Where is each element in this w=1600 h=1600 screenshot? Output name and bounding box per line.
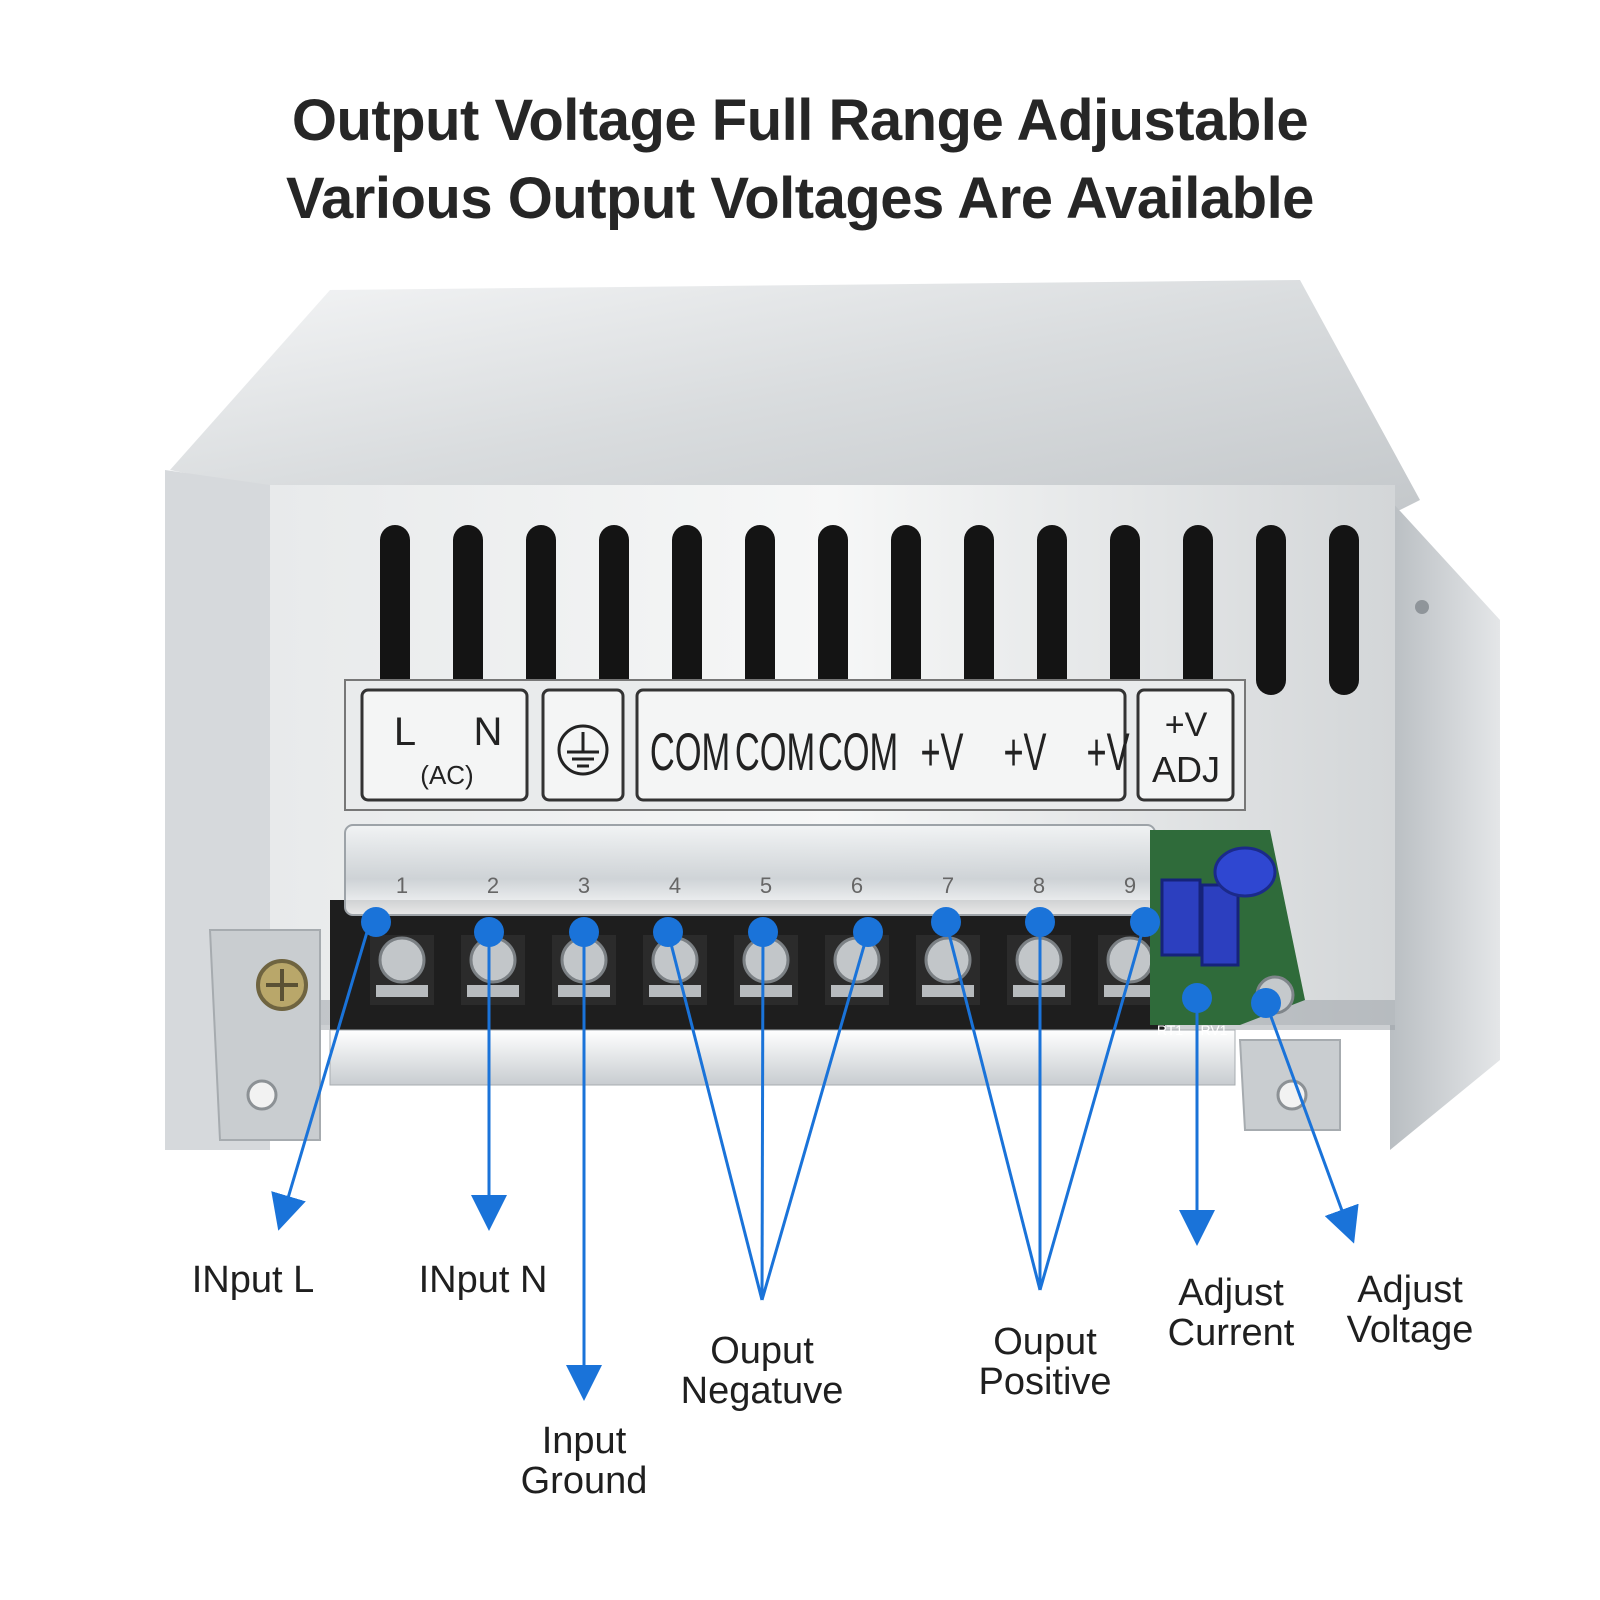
vent-slot bbox=[1037, 525, 1067, 695]
callout-dot bbox=[853, 917, 883, 947]
pcb-label-rv1: RV1 bbox=[1201, 1022, 1228, 1038]
terminal-number-5: 5 bbox=[760, 873, 772, 898]
callout-dot bbox=[474, 917, 504, 947]
right-foot-hole bbox=[1276, 1079, 1308, 1111]
label-input-ac: (AC) bbox=[420, 760, 473, 790]
earth-ground-icon bbox=[557, 724, 609, 776]
terminal-clamp bbox=[467, 985, 519, 997]
line-negative-6 bbox=[760, 931, 870, 1301]
callout-adjust-voltage: Adjust Voltage bbox=[1346, 1269, 1474, 1351]
vent-slots bbox=[380, 525, 1359, 695]
line-positive-7 bbox=[944, 921, 1042, 1291]
arrow-adjust-voltage bbox=[1264, 1002, 1359, 1244]
terminal-number-7: 7 bbox=[942, 873, 954, 898]
terminal-clamp bbox=[376, 985, 428, 997]
vent-slot bbox=[380, 525, 410, 695]
terminal-clamp bbox=[831, 985, 883, 997]
heading: Output Voltage Full Range Adjustable Var… bbox=[0, 82, 1600, 238]
vent-slot bbox=[1183, 525, 1213, 695]
vent-slot bbox=[599, 525, 629, 695]
vent-slot bbox=[745, 525, 775, 695]
callout-output-negative: Ouput Negatuve bbox=[680, 1330, 844, 1412]
left-foot-hole bbox=[246, 1079, 278, 1111]
terminal-clamp bbox=[922, 985, 974, 997]
callout-adjust-current: Adjust Current bbox=[1167, 1272, 1295, 1354]
label-box-outputs bbox=[635, 688, 1127, 802]
callout-dot bbox=[569, 917, 599, 947]
callout-arrows bbox=[271, 921, 1359, 1401]
side-screw-hole bbox=[1415, 600, 1429, 614]
current-potentiometer bbox=[1160, 878, 1202, 957]
chassis-side bbox=[1390, 500, 1500, 1150]
line-positive-9 bbox=[1038, 921, 1147, 1291]
line-negative-4 bbox=[666, 931, 764, 1301]
output-label-4: +V bbox=[920, 724, 963, 782]
callout-input-ground: Input Ground bbox=[520, 1420, 648, 1502]
label-input-l: L bbox=[394, 710, 416, 754]
callout-dot bbox=[748, 917, 778, 947]
vent-slot bbox=[453, 525, 483, 695]
line-negative-5 bbox=[760, 931, 765, 1301]
terminal-number-1: 1 bbox=[396, 873, 408, 898]
callout-dot bbox=[931, 907, 961, 937]
callout-dot bbox=[1251, 988, 1281, 1018]
vent-slot bbox=[964, 525, 994, 695]
heading-line-2: Various Output Voltages Are Available bbox=[286, 166, 1314, 231]
chassis-top bbox=[170, 280, 1420, 510]
vent-slot bbox=[526, 525, 556, 695]
adjust-knob bbox=[1213, 846, 1277, 898]
label-box-input bbox=[360, 688, 529, 802]
heading-line-1: Output Voltage Full Range Adjustable bbox=[291, 88, 1309, 153]
terminal-clamp bbox=[649, 985, 701, 997]
output-label-3: COM bbox=[818, 724, 898, 782]
terminal-clamp bbox=[1104, 985, 1156, 997]
callout-dot bbox=[653, 917, 683, 947]
terminal-number-3: 3 bbox=[578, 873, 590, 898]
vent-slot bbox=[672, 525, 702, 695]
vent-slot bbox=[1329, 525, 1359, 695]
callout-dot bbox=[1182, 983, 1212, 1013]
label-input-n: N bbox=[474, 710, 503, 754]
label-box-adjust bbox=[1136, 688, 1235, 802]
vent-slot bbox=[891, 525, 921, 695]
pcb-label-rt1: RT1 bbox=[1157, 1022, 1183, 1038]
callout-output-positive: Ouput Positive bbox=[978, 1321, 1112, 1403]
terminal-block-base bbox=[329, 1029, 1236, 1086]
label-adj-top: +V bbox=[1165, 706, 1208, 744]
terminal-number-9: 9 bbox=[1124, 873, 1136, 898]
output-label-6: +V bbox=[1086, 724, 1129, 782]
vent-slot bbox=[818, 525, 848, 695]
arrow-input-l bbox=[271, 921, 372, 1231]
vent-slot bbox=[1110, 525, 1140, 695]
terminal-block: 1 2 3 4 5 6 7 8 9 bbox=[329, 824, 1236, 1086]
output-label-5: +V bbox=[1003, 724, 1046, 782]
terminal-cover bbox=[344, 824, 1156, 916]
callout-dot bbox=[1025, 907, 1055, 937]
callout-dot bbox=[361, 907, 391, 937]
callout-dots bbox=[361, 907, 1281, 1018]
terminal-numbers: 1 2 3 4 5 6 7 8 9 bbox=[396, 873, 1136, 898]
terminal-number-8: 8 bbox=[1033, 873, 1045, 898]
terminal-screw bbox=[378, 936, 426, 984]
terminal-number-4: 4 bbox=[669, 873, 681, 898]
callout-input-l: INput L bbox=[191, 1259, 315, 1301]
label-adj-bottom: ADJ bbox=[1152, 749, 1220, 790]
callout-dot bbox=[1130, 907, 1160, 937]
callout-input-n: INput N bbox=[418, 1259, 548, 1301]
voltage-potentiometer bbox=[1200, 883, 1240, 967]
terminal-screw bbox=[924, 936, 972, 984]
terminal-number-2: 2 bbox=[487, 873, 499, 898]
terminal-number-6: 6 bbox=[851, 873, 863, 898]
vent-slot bbox=[1256, 525, 1286, 695]
terminal-clamp bbox=[740, 985, 792, 997]
output-label-2: COM bbox=[735, 724, 815, 782]
output-label-1: COM bbox=[650, 724, 730, 782]
